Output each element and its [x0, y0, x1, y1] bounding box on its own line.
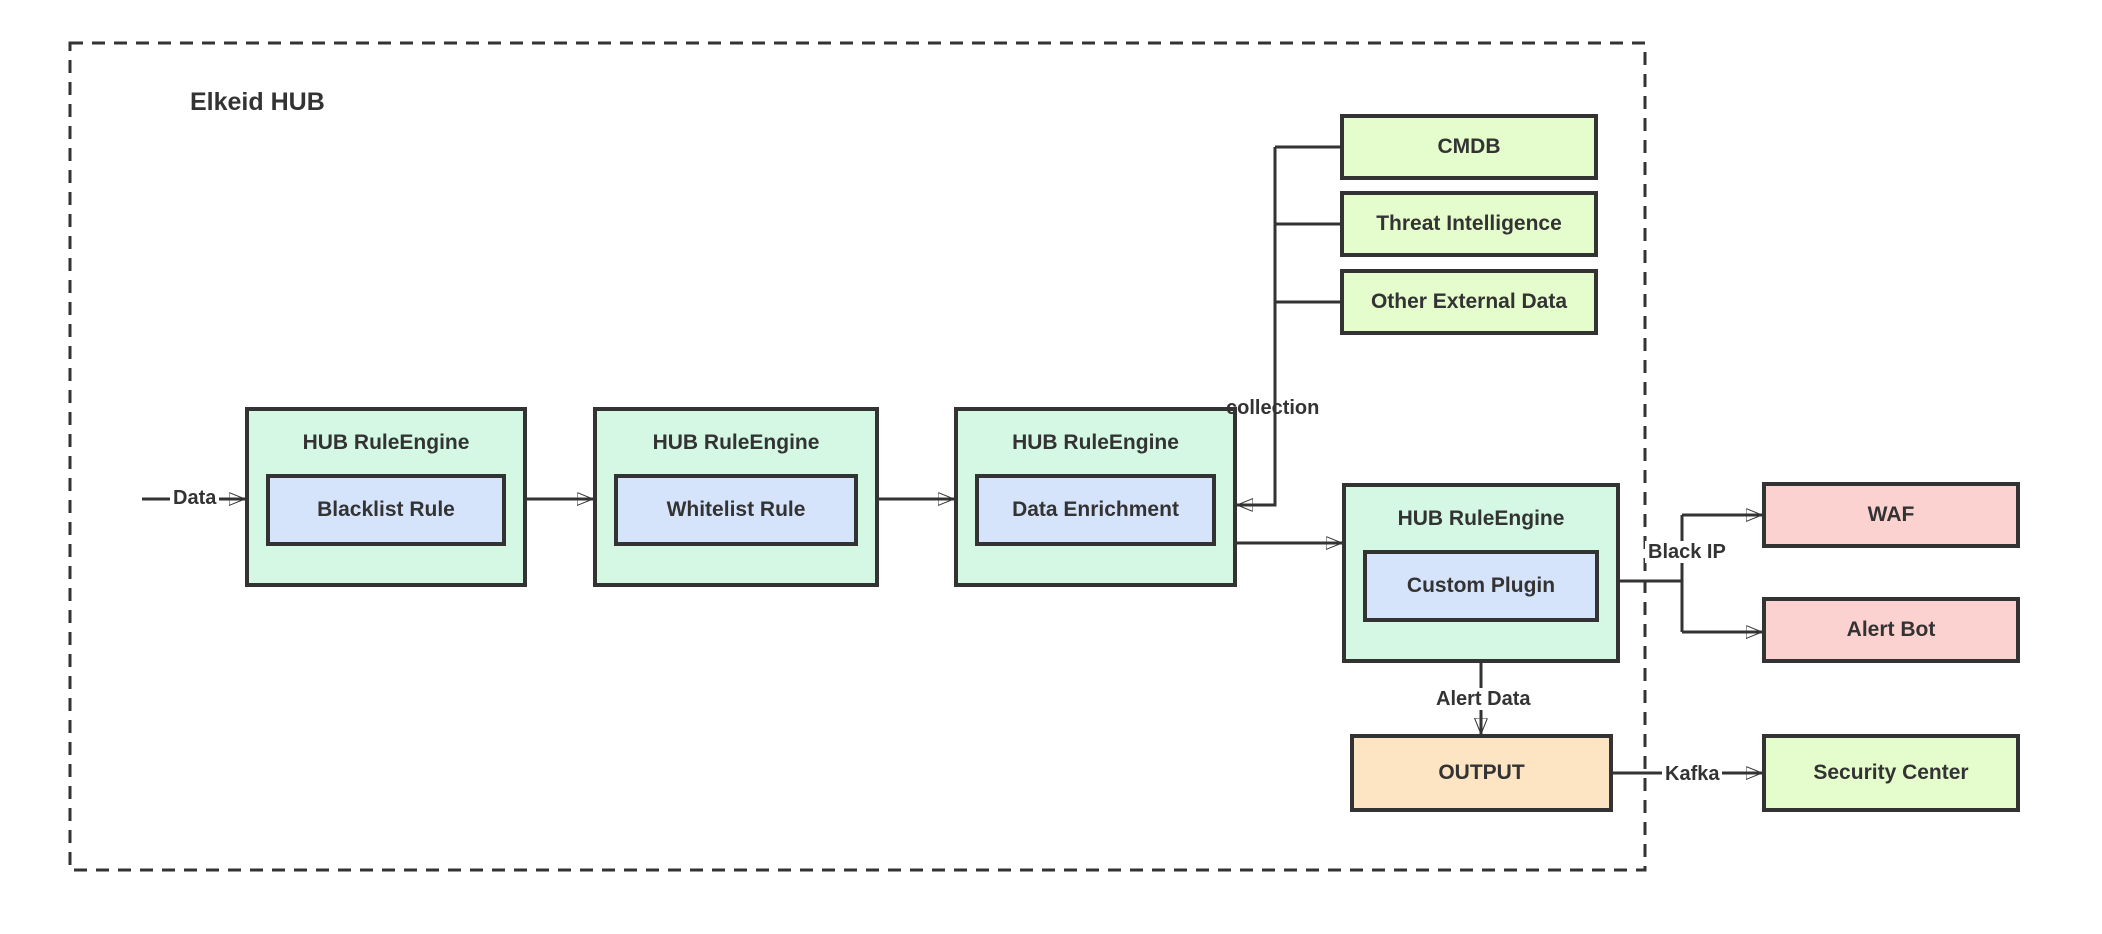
sink-alert-bot: Alert Bot [1762, 597, 2020, 663]
rule-engine-title: HUB RuleEngine [1012, 431, 1179, 454]
rule-engine-blacklist: HUB RuleEngine Blacklist Rule [245, 407, 527, 587]
edge-label-black-ip: Black IP [1645, 541, 1729, 563]
edge-collection-trunk [1237, 147, 1277, 505]
external-source-other-external-data: Other External Data [1340, 269, 1598, 335]
rule-engine-title: HUB RuleEngine [302, 431, 470, 454]
rule-engine-whitelist: HUB RuleEngine Whitelist Rule [593, 407, 879, 587]
edge-label-alert-data: Alert Data [1433, 688, 1534, 710]
edge-label-collection: collection [1226, 397, 1320, 419]
external-source-cmdb: CMDB [1340, 114, 1598, 180]
hub-boundary-label: Elkeid HUB [190, 88, 325, 116]
plugin-whitelist-rule: Whitelist Rule [614, 474, 858, 546]
plugin-data-enrichment: Data Enrichment [975, 474, 1216, 546]
rule-engine-title: HUB RuleEngine [652, 431, 820, 454]
rule-engine-custom: HUB RuleEngine Custom Plugin [1342, 483, 1620, 663]
sink-security-center: Security Center [1762, 734, 2020, 812]
hub-boundary [68, 41, 1647, 872]
plugin-blacklist-rule: Blacklist Rule [266, 474, 506, 546]
rule-engine-enrichment: HUB RuleEngine Data Enrichment [954, 407, 1237, 587]
plugin-custom-plugin: Custom Plugin [1363, 550, 1599, 622]
rule-engine-title: HUB RuleEngine [1397, 507, 1565, 530]
edge-label-kafka: Kafka [1662, 763, 1723, 785]
edge-label-data: Data [170, 487, 220, 509]
external-source-threat-intelligence: Threat Intelligence [1340, 191, 1598, 257]
output-node: OUTPUT [1350, 734, 1613, 812]
sink-waf: WAF [1762, 482, 2020, 548]
